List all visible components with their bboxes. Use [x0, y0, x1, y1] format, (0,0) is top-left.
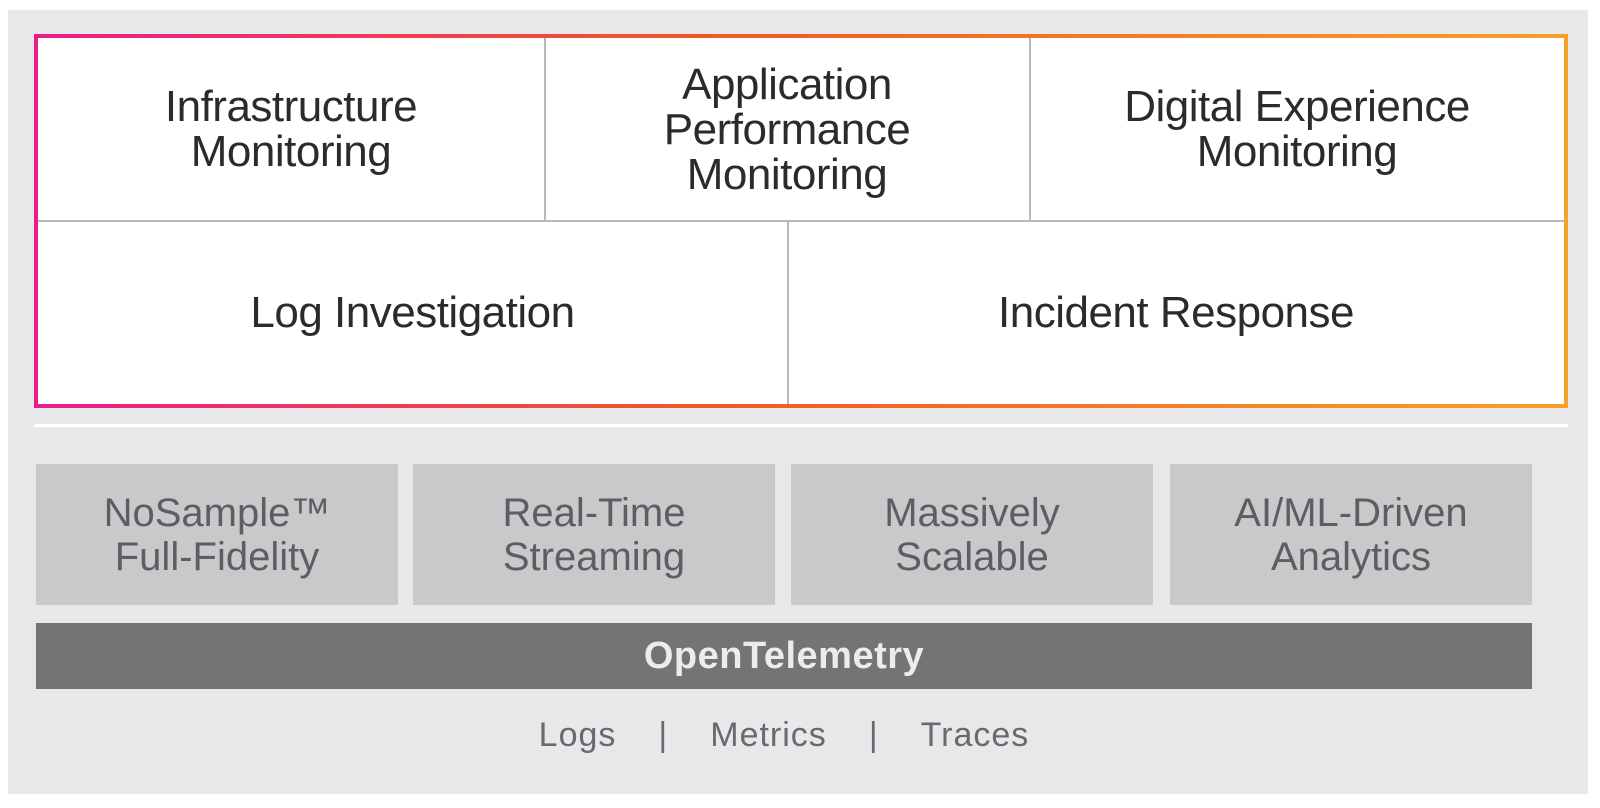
feature-realtime-box: Real-Time Streaming — [413, 464, 775, 605]
diagram-canvas: Infrastructure Monitoring Application Pe… — [8, 10, 1588, 794]
application-performance-monitoring-cell: Application Performance Monitoring — [545, 38, 1029, 220]
feature-scalable-box: Massively Scalable — [791, 464, 1153, 605]
opentelemetry-label: OpenTelemetry — [643, 634, 925, 677]
infrastructure-monitoring-cell: Infrastructure Monitoring — [38, 38, 544, 220]
signal-traces: Traces — [920, 715, 1030, 754]
feature-label-line: Full-Fidelity — [114, 534, 320, 579]
cell-label-line: Digital Experience — [1124, 82, 1470, 131]
section-divider — [34, 424, 1568, 427]
cell-label-line: Monitoring — [1196, 127, 1398, 176]
signal-metrics: Metrics — [710, 715, 827, 754]
incident-response-cell: Incident Response — [788, 221, 1564, 404]
digital-experience-monitoring-cell: Digital Experience Monitoring — [1030, 38, 1564, 220]
solutions-grid: Infrastructure Monitoring Application Pe… — [38, 38, 1564, 404]
grid-divider — [38, 220, 1564, 222]
opentelemetry-bar: OpenTelemetry — [36, 623, 1532, 689]
signal-separator: | — [658, 715, 669, 754]
feature-label-line: Streaming — [502, 534, 686, 579]
cell-label-line: Monitoring — [190, 127, 392, 176]
feature-nosample-box: NoSample™ Full-Fidelity — [36, 464, 398, 605]
grid-divider — [544, 38, 546, 220]
feature-label-line: NoSample™ — [103, 490, 331, 535]
feature-label-line: Real-Time — [502, 490, 686, 535]
cell-label-line: Application — [682, 59, 892, 109]
signals-row: Logs | Metrics | Traces — [36, 710, 1532, 760]
feature-label-line: Massively — [884, 490, 1060, 535]
cell-label-line: Infrastructure — [164, 82, 418, 131]
solutions-panel: Infrastructure Monitoring Application Pe… — [34, 34, 1568, 408]
cell-label: Incident Response — [998, 288, 1354, 337]
grid-divider — [1029, 38, 1031, 220]
cell-label: Log Investigation — [250, 288, 575, 337]
feature-aiml-box: AI/ML-Driven Analytics — [1170, 464, 1532, 605]
cell-label-line: Performance — [663, 104, 911, 154]
grid-divider — [787, 221, 789, 404]
cell-label-line: Monitoring — [686, 149, 888, 199]
feature-label-line: Analytics — [1270, 534, 1432, 579]
signal-separator: | — [868, 715, 879, 754]
feature-label-line: AI/ML-Driven — [1234, 490, 1468, 535]
log-investigation-cell: Log Investigation — [38, 221, 787, 404]
signal-logs: Logs — [538, 715, 617, 754]
feature-label-line: Scalable — [895, 534, 1049, 579]
